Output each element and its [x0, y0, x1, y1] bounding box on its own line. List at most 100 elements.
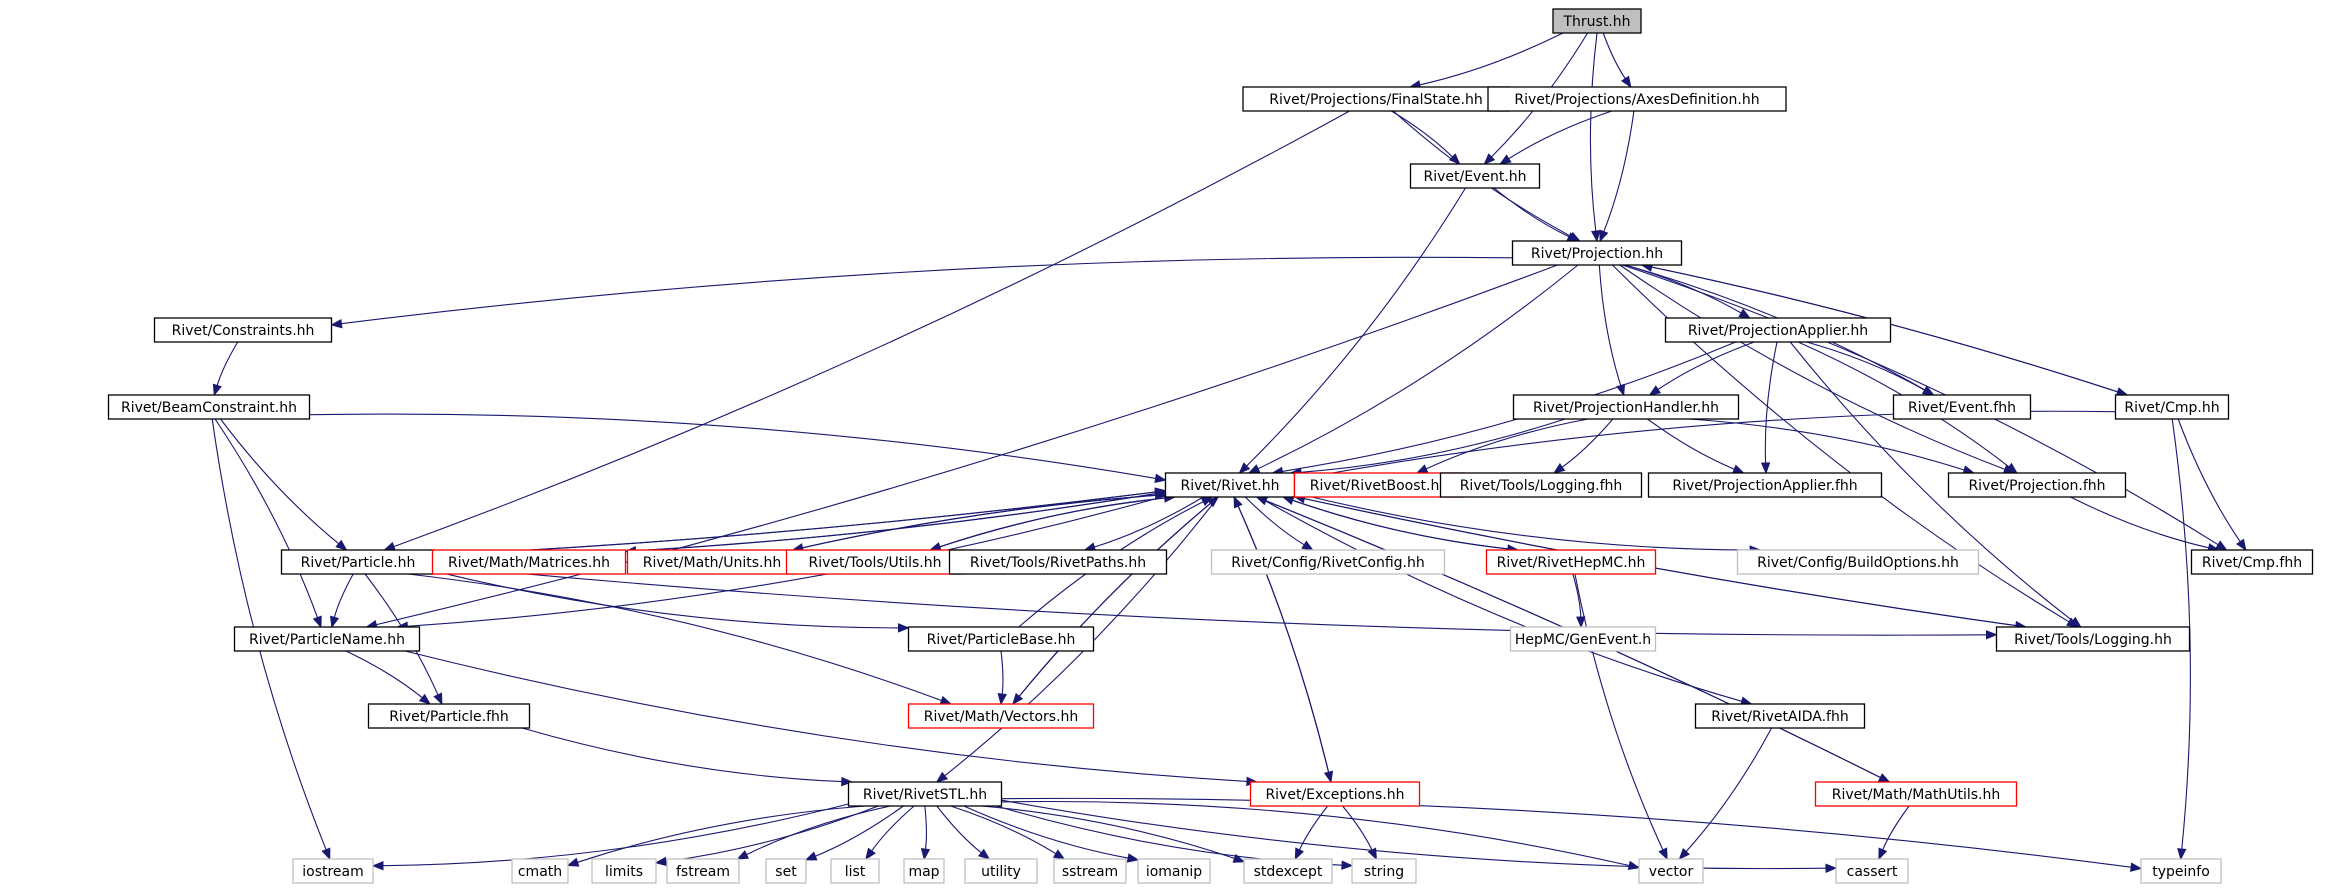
- arrowhead-rivetstl-to-typeinfo: [2130, 862, 2143, 872]
- arrowhead-particlefhh-to-rivetstl: [841, 776, 854, 787]
- arrowhead-rivetstl-to-vector: [1627, 860, 1641, 871]
- node-vectors[interactable]: Rivet/Math/Vectors.hh: [907, 703, 1095, 729]
- arrowhead-exceptions-to-rivet: [1233, 495, 1243, 509]
- node-mathutils[interactable]: Rivet/Math/MathUtils.hh: [1814, 781, 2018, 807]
- edge-projhandler-to-rivet: [1300, 418, 1566, 473]
- node-rivetpaths[interactable]: Rivet/Tools/RivetPaths.hh: [948, 549, 1168, 575]
- node-rivetboost[interactable]: Rivet/RivetBoost.hh: [1293, 472, 1465, 498]
- node-label-projfhh: Rivet/Projection.fhh: [1968, 478, 2105, 494]
- node-label-particlename: Rivet/ParticleName.hh: [249, 632, 405, 648]
- node-particlefhh[interactable]: Rivet/Particle.fhh: [367, 703, 531, 729]
- node-finalstate[interactable]: Rivet/Projections/FinalState.hh: [1242, 86, 1510, 112]
- node-box-exceptions: [1249, 781, 1421, 807]
- node-label-particlefhh: Rivet/Particle.fhh: [389, 709, 509, 725]
- node-constraints[interactable]: Rivet/Constraints.hh: [153, 317, 333, 343]
- edge-projfhh-to-cmpfhh: [2070, 496, 2209, 549]
- arrowhead-axesdef-to-event: [1499, 154, 1512, 165]
- edge-rivetstl-to-cmath: [577, 805, 866, 863]
- node-fstream: fstream: [666, 858, 740, 884]
- node-thrust: Thrust.hh: [1552, 8, 1642, 34]
- node-toolslogfhh[interactable]: Rivet/Tools/Logging.fhh: [1439, 472, 1643, 498]
- node-label-cassert: cassert: [1847, 864, 1898, 880]
- node-cmpfhh[interactable]: Rivet/Cmp.fhh: [2190, 549, 2314, 575]
- edge-rivet-to-units: [802, 494, 1166, 549]
- node-box-thrust: [1552, 8, 1642, 34]
- edge-projection-to-projfhh: [1619, 264, 2006, 470]
- node-rivetstl[interactable]: Rivet/RivetSTL.hh: [847, 781, 1003, 807]
- node-projhandler[interactable]: Rivet/ProjectionHandler.hh: [1512, 394, 1740, 420]
- node-stdexcept: stdexcept: [1243, 858, 1333, 884]
- node-label-units: Rivet/Math/Units.hh: [643, 555, 781, 571]
- node-label-iomanip: iomanip: [1146, 864, 1202, 880]
- edge-rivetstl-to-cassert: [1001, 799, 1827, 870]
- node-toolslogging[interactable]: Rivet/Tools/Logging.hh: [1995, 626, 2191, 652]
- node-box-vectors: [907, 703, 1095, 729]
- arrowhead-thrust-to-event: [1483, 153, 1496, 165]
- edge-rivetstl-to-string: [996, 805, 1343, 866]
- node-label-string: string: [1364, 864, 1404, 880]
- node-utils[interactable]: Rivet/Tools/Utils.hh: [785, 549, 965, 575]
- edge-thrust-to-finalstate: [1419, 32, 1564, 86]
- node-label-set: set: [775, 864, 797, 880]
- edge-layer: [211, 32, 2247, 873]
- edge-rivet-to-rivethepmc: [1282, 496, 1508, 550]
- arrowhead-particle-to-particlebase: [898, 623, 910, 633]
- node-box-matrices: [431, 549, 627, 575]
- node-box-rivetaida: [1694, 703, 1866, 729]
- node-particlename[interactable]: Rivet/ParticleName.hh: [233, 626, 421, 652]
- node-rivethepmc[interactable]: Rivet/RivetHepMC.hh: [1485, 549, 1657, 575]
- node-buildoptions: Rivet/Config/BuildOptions.hh: [1736, 549, 1980, 575]
- node-label-rivetboost: Rivet/RivetBoost.hh: [1310, 478, 1448, 494]
- arrowhead-finalstate-to-particle: [383, 541, 396, 551]
- arrowhead-projhandler-to-rivetboost: [1415, 464, 1429, 474]
- node-box-sstream: [1053, 858, 1127, 884]
- node-rivet[interactable]: Rivet/Rivet.hh: [1164, 472, 1296, 498]
- edge-rivetstl-to-sstream: [950, 805, 1057, 855]
- node-box-rivetboost: [1293, 472, 1465, 498]
- node-eventfhh[interactable]: Rivet/Event.fhh: [1892, 394, 2032, 420]
- node-label-beamconstraint: Rivet/BeamConstraint.hh: [121, 400, 297, 416]
- node-box-rivetstl: [847, 781, 1003, 807]
- edge-particle-to-toolslogging: [434, 564, 1987, 636]
- node-exceptions[interactable]: Rivet/Exceptions.hh: [1249, 781, 1421, 807]
- node-projapplier[interactable]: Rivet/ProjectionApplier.hh: [1664, 317, 1892, 343]
- arrowhead-thrust-to-projection: [1591, 230, 1601, 243]
- node-label-list: list: [845, 864, 866, 880]
- edge-utils-to-rivet: [930, 497, 1165, 551]
- node-rivetaida[interactable]: Rivet/RivetAIDA.fhh: [1694, 703, 1866, 729]
- node-event[interactable]: Rivet/Event.hh: [1409, 163, 1541, 189]
- node-box-projhandler: [1512, 394, 1740, 420]
- node-cmphh[interactable]: Rivet/Cmp.hh: [2114, 394, 2230, 420]
- node-projapplierfhh[interactable]: Rivet/ProjectionApplier.fhh: [1647, 472, 1883, 498]
- edge-projhandler-to-projfhh: [1689, 418, 1965, 471]
- node-projection[interactable]: Rivet/Projection.hh: [1511, 240, 1683, 266]
- node-projfhh[interactable]: Rivet/Projection.fhh: [1947, 472, 2127, 498]
- arrowhead-rivetstl-to-limits: [654, 856, 667, 867]
- node-label-limits: limits: [605, 864, 643, 880]
- arrowhead-cmphh-to-cmpfhh: [2236, 538, 2247, 552]
- arrowhead-rivetstl-to-utility: [977, 848, 991, 860]
- node-box-particlebase: [907, 626, 1095, 652]
- node-particle[interactable]: Rivet/Particle.hh: [280, 549, 436, 575]
- node-beamconstraint[interactable]: Rivet/BeamConstraint.hh: [107, 394, 311, 420]
- node-cmath: cmath: [511, 858, 569, 884]
- node-particlebase[interactable]: Rivet/ParticleBase.hh: [907, 626, 1095, 652]
- node-box-projapplier: [1664, 317, 1892, 343]
- arrowhead-beamconstraint-to-particle: [335, 539, 348, 551]
- edge-mathutils-to-cassert: [1882, 805, 1910, 851]
- node-box-finalstate: [1242, 86, 1510, 112]
- node-axesdef[interactable]: Rivet/Projections/AxesDefinition.hh: [1487, 86, 1787, 112]
- node-map: map: [903, 858, 945, 884]
- node-box-toolslogfhh: [1439, 472, 1643, 498]
- arrowhead-particle-to-vectors: [939, 695, 953, 705]
- arrowhead-particle-to-toolslogging: [1986, 630, 1998, 640]
- node-box-list: [830, 858, 880, 884]
- arrowhead-projapplier-to-eventfhh: [1921, 385, 1935, 396]
- edge-rivet-to-exceptions: [1233, 496, 1330, 773]
- node-limits: limits: [591, 858, 657, 884]
- node-matrices[interactable]: Rivet/Math/Matrices.hh: [431, 549, 627, 575]
- node-label-buildoptions: Rivet/Config/BuildOptions.hh: [1757, 555, 1959, 571]
- edge-rivetstl-to-utility: [936, 805, 982, 854]
- node-units[interactable]: Rivet/Math/Units.hh: [626, 549, 798, 575]
- edge-rivetstl-to-map: [924, 805, 927, 850]
